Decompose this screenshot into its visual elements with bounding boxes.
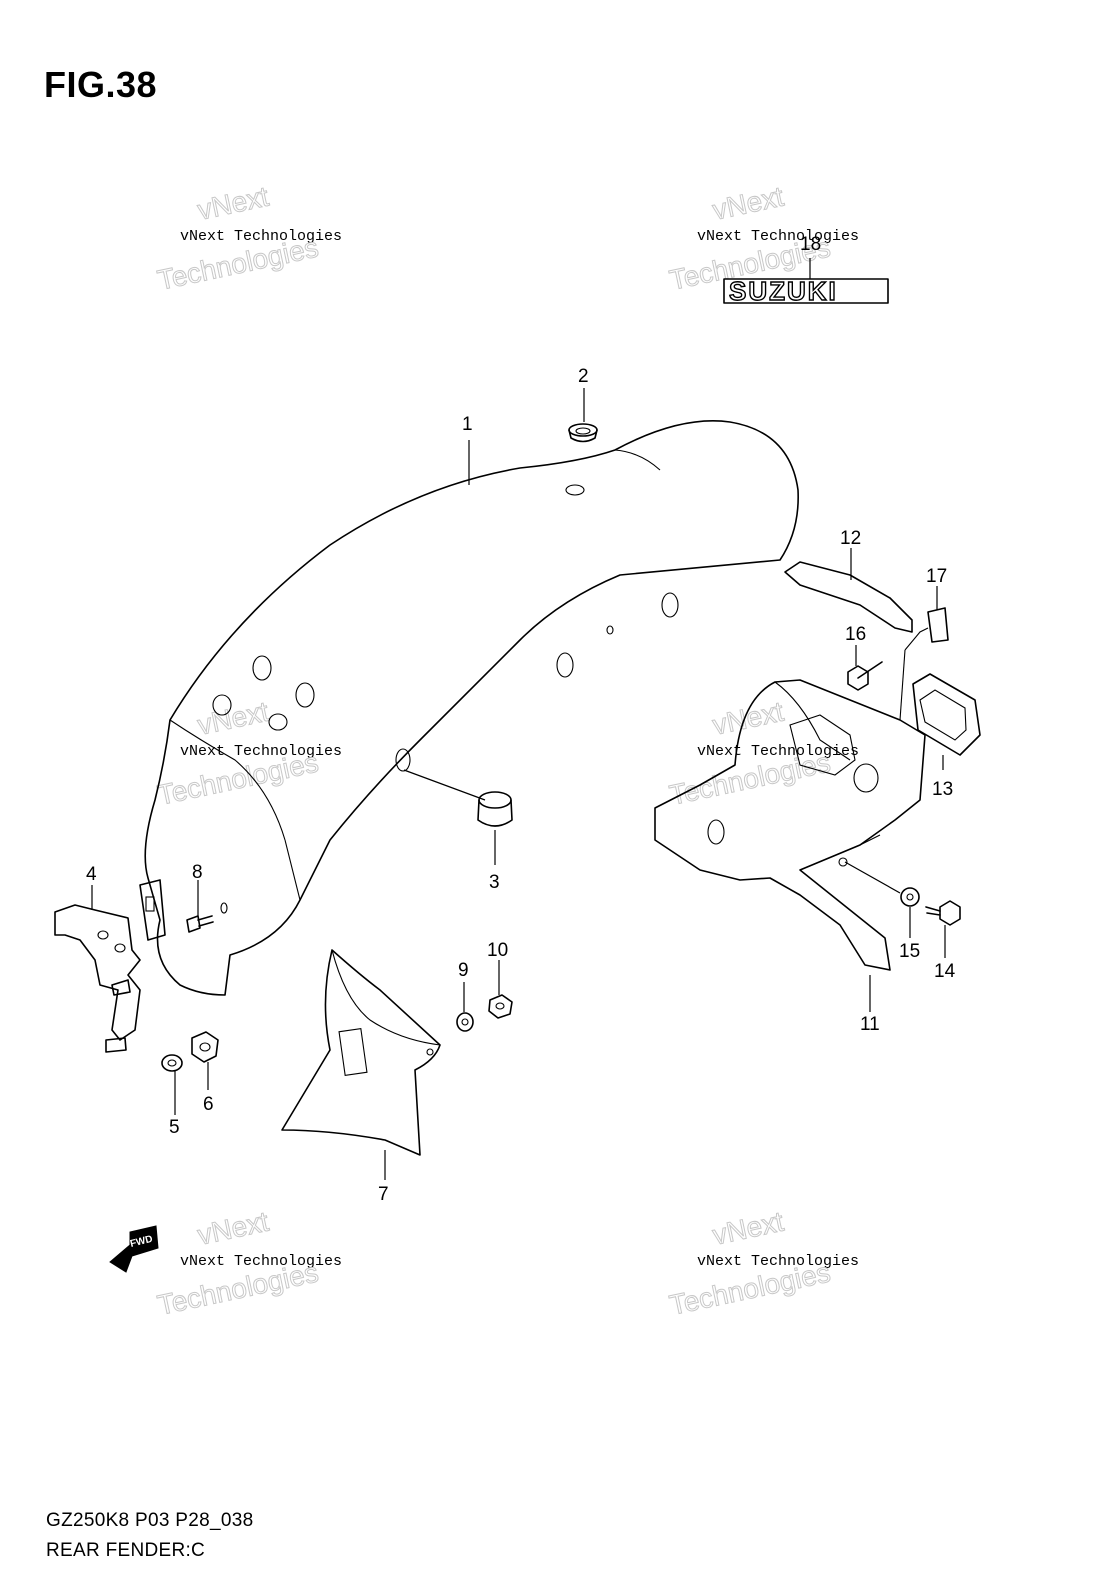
bolt-8 [186, 902, 228, 933]
svg-text:vNext Technologies: vNext Technologies [180, 743, 342, 760]
svg-text:vNext: vNext [710, 181, 787, 226]
clip-17 [904, 607, 949, 651]
svg-text:vNext Technologies: vNext Technologies [180, 228, 342, 245]
callout-12: 12 [840, 528, 861, 549]
callout-16: 16 [845, 624, 866, 645]
nut-10 [488, 994, 513, 1019]
figure-title: FIG.38 [44, 64, 158, 105]
svg-text:vNext Technologies: vNext Technologies [180, 1253, 342, 1270]
reflector-strip-12 [784, 561, 913, 633]
reflector-pad-13 [912, 673, 981, 756]
svg-text:vNext: vNext [710, 696, 787, 741]
svg-text:vNext: vNext [195, 1206, 272, 1251]
watermark-top-left: vNext vNext Technologies Technologies [154, 180, 342, 296]
svg-text:SUZUKI: SUZUKI [729, 276, 838, 306]
suzuki-emblem: SUZUKI [723, 275, 889, 307]
callout-11: 11 [860, 1014, 880, 1035]
svg-text:vNext Technologies: vNext Technologies [697, 1253, 859, 1270]
callout-6: 6 [203, 1094, 214, 1115]
callout-17: 17 [926, 566, 947, 587]
callout-15: 15 [899, 941, 920, 962]
rear-fender-body [139, 420, 799, 996]
grommet-2 [568, 423, 598, 443]
svg-text:vNext: vNext [195, 181, 272, 226]
callout-3: 3 [489, 872, 500, 893]
svg-text:vNext Technologies: vNext Technologies [697, 228, 859, 245]
grommet-3 [477, 791, 513, 827]
callout-2: 2 [578, 366, 589, 387]
svg-text:FWD: FWD [129, 1234, 154, 1250]
callout-13: 13 [932, 779, 953, 800]
callout-10: 10 [487, 940, 508, 961]
callout-5: 5 [169, 1117, 180, 1138]
svg-text:vNext: vNext [195, 696, 272, 741]
callout-4: 4 [86, 864, 97, 885]
watermark-bottom-right: vNext vNext Technologies Technologies [666, 1205, 859, 1321]
callout-7: 7 [378, 1184, 389, 1205]
bolt-16 [847, 661, 883, 691]
watermark-mid-left: vNext vNext Technologies Technologies [154, 695, 342, 811]
section-name-label: REAR FENDER:C [46, 1540, 206, 1561]
nut-6 [191, 1031, 219, 1063]
watermark-mid-right: vNext vNext Technologies Technologies [666, 695, 859, 811]
washer-5 [161, 1054, 183, 1072]
washer-9 [456, 1012, 474, 1032]
watermark-bottom-left: vNext vNext Technologies Technologies [154, 1205, 342, 1321]
callout-1: 1 [462, 414, 473, 435]
callout-9: 9 [458, 960, 469, 981]
bolt-14 [925, 900, 961, 926]
svg-text:vNext: vNext [710, 1206, 787, 1251]
callout-8: 8 [192, 862, 203, 883]
license-bracket-11 [654, 649, 926, 971]
lower-flap-7 [281, 949, 441, 1156]
bracket-4 [54, 904, 141, 1053]
model-code-label: GZ250K8 P03 P28_038 [46, 1510, 254, 1531]
callout-14: 14 [934, 961, 956, 982]
callout-18: 18 [800, 234, 821, 255]
washer-15 [900, 887, 920, 907]
fwd-direction-arrow: FWD [109, 1225, 159, 1273]
